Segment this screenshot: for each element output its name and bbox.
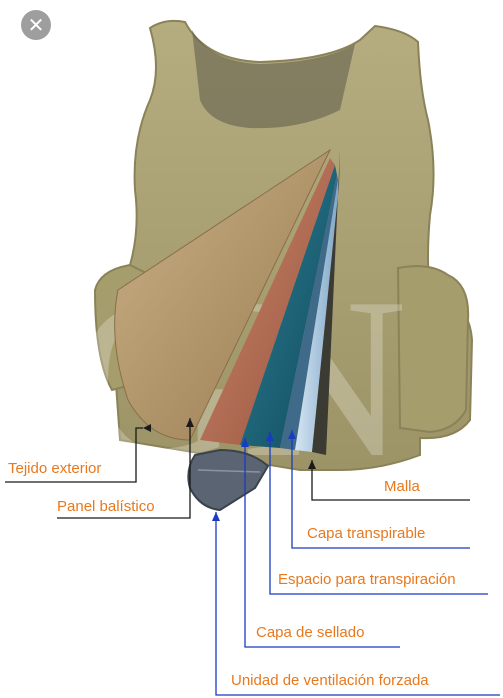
close-button[interactable]: ✕ — [21, 10, 51, 40]
label-espacio-transpiracion: Espacio para transpiración — [278, 571, 456, 589]
label-tejido-exterior: Tejido exterior — [8, 460, 101, 478]
label-unidad-ventilacion: Unidad de ventilación forzada — [231, 672, 429, 690]
close-icon: ✕ — [28, 13, 45, 37]
label-malla: Malla — [384, 478, 420, 496]
label-panel-balistico: Panel balístico — [57, 498, 155, 516]
neck-opening — [192, 30, 355, 128]
label-capa-transpirable: Capa transpirable — [307, 525, 425, 543]
unidad-arrowhead — [212, 512, 220, 521]
label-capa-sellado: Capa de sellado — [256, 624, 364, 642]
right-side-strap — [398, 266, 468, 432]
